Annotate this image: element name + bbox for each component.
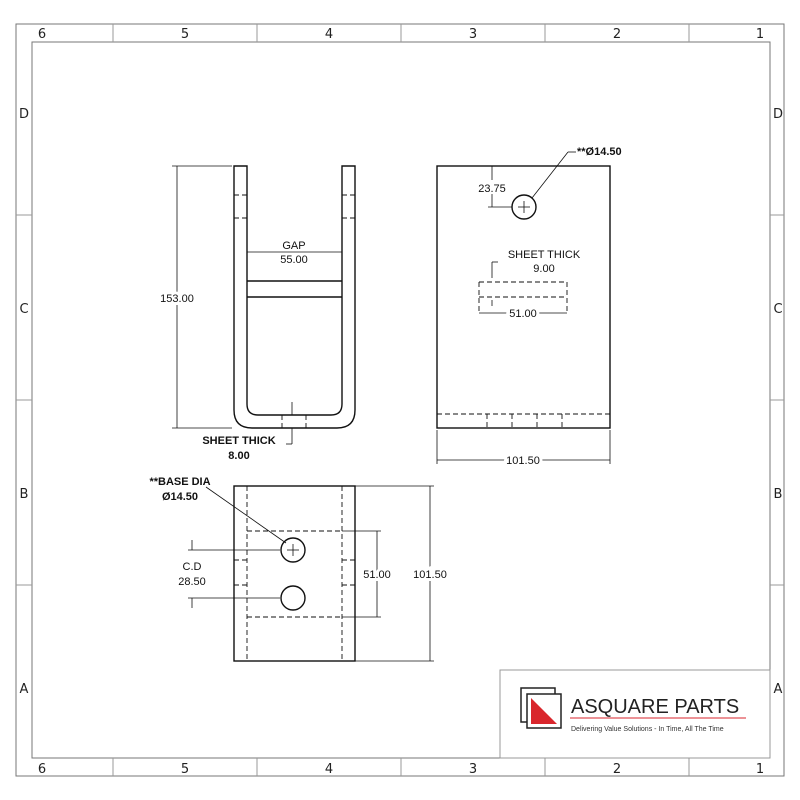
top-inner-dim: 51.00 <box>363 569 391 581</box>
front-sheet-thick-label: SHEET THICK <box>202 435 275 447</box>
zone-col-5-bottom: 5 <box>181 762 189 777</box>
top-hole-2 <box>280 585 306 611</box>
zone-col-4-bottom: 4 <box>325 762 333 777</box>
side-sheet-thick-label: SHEET THICK <box>508 249 581 261</box>
zone-col-2-top: 2 <box>613 27 621 42</box>
zone-col-3-top: 3 <box>469 27 477 42</box>
zone-row-c-left: C <box>19 302 28 317</box>
cd-value: 28.50 <box>178 576 206 588</box>
zone-col-1-bottom: 1 <box>756 762 764 777</box>
zone-col-4-top: 4 <box>325 27 333 42</box>
top-view: **BASE DIA Ø14.50 C.D 28.50 51.00 101.50 <box>149 476 450 662</box>
title-block: ASQUARE PARTS Delivering Value Solutions… <box>499 669 771 759</box>
zone-row-a-right: A <box>774 682 783 697</box>
zone-row-d-right: D <box>773 107 783 122</box>
top-outline <box>233 485 356 662</box>
base-dia-value: Ø14.50 <box>162 491 198 503</box>
company-tagline: Delivering Value Solutions - In Time, Al… <box>571 726 724 733</box>
side-slot-width: 51.00 <box>509 308 537 320</box>
side-width-dim: 101.50 <box>506 455 540 467</box>
zone-col-5-top: 5 <box>181 27 189 42</box>
zone-row-c-right: C <box>773 302 782 317</box>
top-hole-1 <box>280 537 306 563</box>
zone-col-1-top: 1 <box>756 27 764 42</box>
gap-label: GAP <box>282 240 305 252</box>
side-view: **Ø14.50 23.75 SHEET THICK 9.00 51.00 10… <box>436 146 622 470</box>
company-name: ASQUARE PARTS <box>571 696 739 718</box>
zone-row-a-left: A <box>20 682 29 697</box>
zone-col-6-top: 6 <box>38 27 46 42</box>
zone-col-6-bottom: 6 <box>38 762 46 777</box>
zone-ticks <box>16 24 784 776</box>
top-outer-dim: 101.50 <box>413 569 447 581</box>
side-sheet-thick-value: 9.00 <box>533 263 554 275</box>
inner-border <box>31 41 771 759</box>
side-hole-offset: 23.75 <box>478 183 506 195</box>
front-height-dim: 153.00 <box>160 293 194 305</box>
company-logo <box>520 687 562 729</box>
cd-label: C.D <box>183 561 202 573</box>
zone-col-2-bottom: 2 <box>613 762 621 777</box>
outer-border <box>15 23 785 777</box>
gap-value: 55.00 <box>280 254 308 266</box>
zone-row-d-left: D <box>19 107 29 122</box>
zone-row-b-right: B <box>774 487 783 502</box>
base-dia-label: **BASE DIA <box>149 476 210 488</box>
front-view: 153.00 GAP 55.00 SHEET THICK 8.00 <box>157 165 356 462</box>
zone-col-3-bottom: 3 <box>469 762 477 777</box>
side-outline <box>436 165 611 429</box>
front-sheet-thick-value: 8.00 <box>228 450 249 462</box>
u-bracket-outline <box>233 165 356 429</box>
zone-row-b-left: B <box>20 487 29 502</box>
side-hole-dia: **Ø14.50 <box>577 146 622 158</box>
